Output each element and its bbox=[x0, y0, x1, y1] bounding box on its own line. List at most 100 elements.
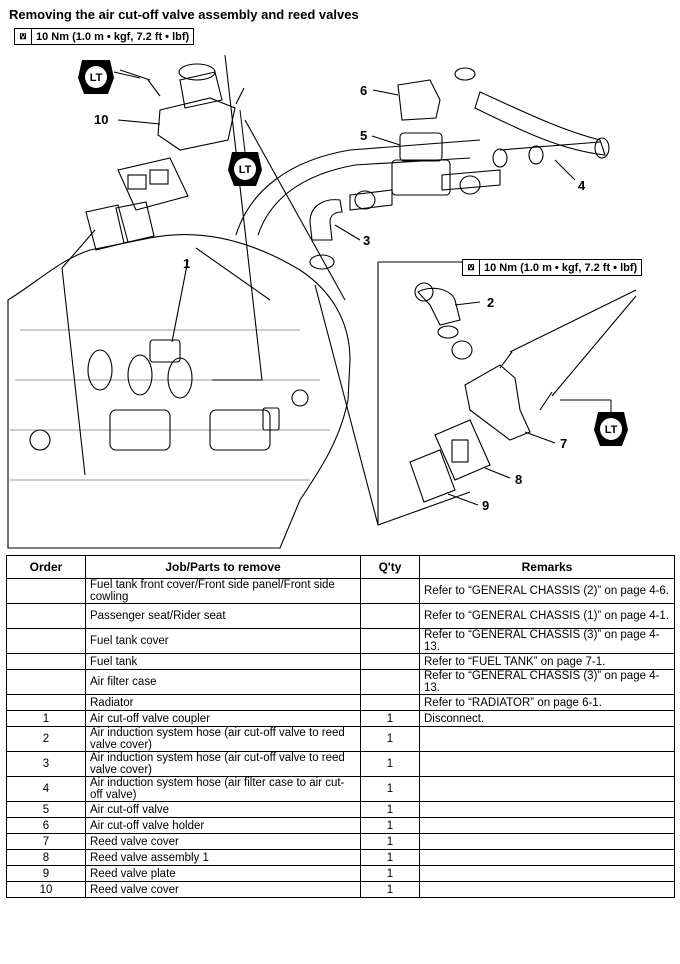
callout-7: 7 bbox=[560, 436, 567, 451]
cell-qty bbox=[360, 694, 420, 711]
reed-valve-cover-10 bbox=[157, 97, 236, 151]
air-cut-off-valve-holder-6 bbox=[397, 79, 441, 121]
torque-spec-text: 10 Nm (1.0 m • kgf, 7.2 ft • lbf) bbox=[484, 261, 638, 274]
cell-qty: 1 bbox=[360, 710, 420, 727]
cell-qty bbox=[360, 603, 420, 629]
bolt bbox=[539, 391, 553, 411]
table-row: 4 Air induction system hose (air filter … bbox=[6, 776, 675, 802]
cell-qty: 1 bbox=[360, 776, 420, 802]
cell-order bbox=[6, 653, 86, 670]
loctite-icon: LT bbox=[560, 399, 628, 446]
torque-spec-top: ⟎ 10 Nm (1.0 m • kgf, 7.2 ft • lbf) bbox=[14, 28, 195, 45]
cell-qty: 1 bbox=[360, 726, 420, 752]
table-row: 10 Reed valve cover 1 bbox=[6, 881, 675, 898]
cell-order bbox=[6, 578, 86, 604]
header-order: Order bbox=[6, 555, 86, 579]
reed-valve-plate bbox=[117, 157, 189, 211]
cell-job: Reed valve cover bbox=[85, 881, 361, 898]
cell-order bbox=[6, 694, 86, 711]
cell-remarks bbox=[419, 801, 675, 818]
svg-text:LT: LT bbox=[90, 72, 103, 84]
table-row: 9 Reed valve plate 1 bbox=[6, 865, 675, 882]
cell-order bbox=[6, 603, 86, 629]
cell-remarks: Refer to “FUEL TANK” on page 7-1. bbox=[419, 653, 675, 670]
bolt bbox=[235, 87, 245, 105]
cell-remarks bbox=[419, 849, 675, 866]
parts-table: Order Job/Parts to remove Q'ty Remarks F… bbox=[6, 555, 675, 898]
torque-spec-right: ⟎ 10 Nm (1.0 m • kgf, 7.2 ft • lbf) bbox=[462, 259, 643, 276]
table-row: 5 Air cut-off valve 1 bbox=[6, 801, 675, 818]
hose-3 bbox=[309, 199, 343, 241]
cell-qty: 1 bbox=[360, 865, 420, 882]
cell-qty bbox=[360, 669, 420, 695]
intake-boot bbox=[167, 357, 193, 399]
cell-remarks: Refer to “RADIATOR” on page 6-1. bbox=[419, 694, 675, 711]
svg-text:LT: LT bbox=[239, 164, 252, 176]
callout-10: 10 bbox=[94, 112, 108, 127]
cell-job: Reed valve assembly 1 bbox=[85, 849, 361, 866]
cell-remarks bbox=[419, 751, 675, 777]
page-title: Removing the air cut-off valve assembly … bbox=[9, 7, 359, 22]
cell-job: Air induction system hose (air filter ca… bbox=[85, 776, 361, 802]
callout-5: 5 bbox=[360, 128, 367, 143]
cell-job: Air induction system hose (air cut-off v… bbox=[85, 726, 361, 752]
cell-job: Air cut-off valve coupler bbox=[85, 710, 361, 727]
table-row: 6 Air cut-off valve holder 1 bbox=[6, 817, 675, 834]
cell-order: 8 bbox=[6, 849, 86, 866]
cell-remarks bbox=[419, 881, 675, 898]
table-row: 2 Air induction system hose (air cut-off… bbox=[6, 726, 675, 752]
torque-spec-text: 10 Nm (1.0 m • kgf, 7.2 ft • lbf) bbox=[36, 30, 190, 43]
cell-job: Air induction system hose (air cut-off v… bbox=[85, 751, 361, 777]
cell-job: Air filter case bbox=[85, 669, 361, 695]
cell-remarks: Refer to “GENERAL CHASSIS (2)” on page 4… bbox=[419, 578, 675, 604]
cell-remarks: Refer to “GENERAL CHASSIS (1)” on page 4… bbox=[419, 603, 675, 629]
torque-wrench-icon: ⟎ bbox=[463, 260, 480, 275]
table-row: Passenger seat/Rider seat Refer to “GENE… bbox=[6, 603, 675, 629]
cell-job: Air cut-off valve bbox=[85, 801, 361, 818]
cell-remarks: Disconnect. bbox=[419, 710, 675, 727]
table-row: Radiator Refer to “RADIATOR” on page 6-1… bbox=[6, 694, 675, 711]
cell-remarks bbox=[419, 776, 675, 802]
cell-remarks bbox=[419, 833, 675, 850]
cell-order: 9 bbox=[6, 865, 86, 882]
cell-order: 2 bbox=[6, 726, 86, 752]
callout-1: 1 bbox=[183, 256, 190, 271]
table-row: 8 Reed valve assembly 1 1 bbox=[6, 849, 675, 866]
svg-text:LT: LT bbox=[605, 424, 618, 436]
torque-wrench-icon: ⟎ bbox=[15, 29, 32, 44]
intake-boot bbox=[127, 354, 153, 396]
table-row: Fuel tank front cover/Front side panel/F… bbox=[6, 578, 675, 604]
cell-job: Fuel tank front cover/Front side panel/F… bbox=[85, 578, 361, 604]
cell-qty: 1 bbox=[360, 801, 420, 818]
cell-qty: 1 bbox=[360, 849, 420, 866]
cell-order: 6 bbox=[6, 817, 86, 834]
callout-8: 8 bbox=[515, 472, 522, 487]
header-qty: Q'ty bbox=[360, 555, 420, 579]
cell-job: Air cut-off valve holder bbox=[85, 817, 361, 834]
cell-order: 5 bbox=[6, 801, 86, 818]
loctite-icon: LT bbox=[78, 60, 141, 94]
cell-qty bbox=[360, 653, 420, 670]
cell-remarks bbox=[419, 817, 675, 834]
table-header-row: Order Job/Parts to remove Q'ty Remarks bbox=[6, 555, 675, 579]
table-row: Fuel tank cover Refer to “GENERAL CHASSI… bbox=[6, 628, 675, 654]
callout-6: 6 bbox=[360, 83, 367, 98]
cell-remarks: Refer to “GENERAL CHASSIS (3)” on page 4… bbox=[419, 669, 675, 695]
cell-job: Reed valve plate bbox=[85, 865, 361, 882]
reed-valve-cover-7 bbox=[464, 364, 531, 441]
head-opening bbox=[109, 409, 171, 451]
connector-part bbox=[262, 407, 280, 431]
intake-boot bbox=[87, 349, 113, 391]
engine-block bbox=[7, 233, 351, 549]
table-row: 7 Reed valve cover 1 bbox=[6, 833, 675, 850]
cell-order: 3 bbox=[6, 751, 86, 777]
coupler-part bbox=[149, 339, 181, 363]
bolt bbox=[499, 351, 513, 369]
cell-job: Radiator bbox=[85, 694, 361, 711]
frame-outline bbox=[235, 139, 481, 236]
cell-order: 10 bbox=[6, 881, 86, 898]
cell-qty: 1 bbox=[360, 881, 420, 898]
cell-job: Fuel tank cover bbox=[85, 628, 361, 654]
cell-order: 1 bbox=[6, 710, 86, 727]
header-job: Job/Parts to remove bbox=[85, 555, 361, 579]
